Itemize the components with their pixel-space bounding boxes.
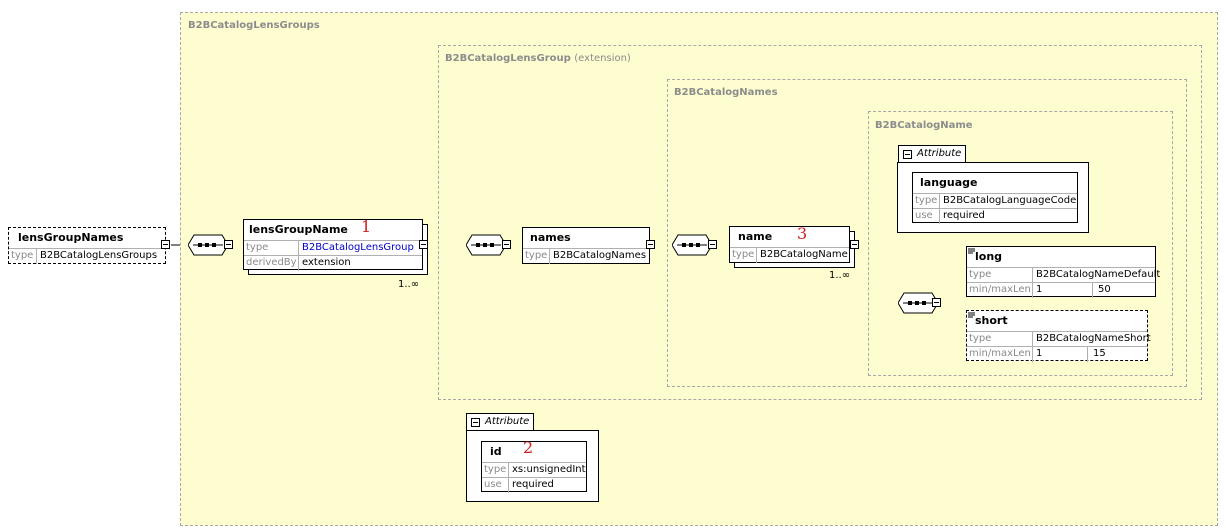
element-names[interactable]: names type B2BCatalogNames bbox=[522, 227, 650, 264]
element-name: lensGroupName bbox=[249, 223, 348, 236]
type-value: xs:unsignedInt bbox=[512, 464, 586, 475]
element-name[interactable]: name type B2BCatalogName bbox=[729, 226, 850, 263]
text-content-icon bbox=[968, 248, 975, 254]
type-key: type bbox=[11, 250, 34, 261]
len-key: min/maxLen bbox=[969, 284, 1031, 295]
min-len: 1 bbox=[1036, 284, 1043, 295]
attribute-language[interactable]: language type B2BCatalogLanguageCode use… bbox=[912, 172, 1078, 224]
use-key: use bbox=[484, 479, 502, 490]
marker-3: 3 bbox=[797, 224, 808, 243]
cardinality: 1..∞ bbox=[829, 270, 851, 281]
type-value: B2BCatalogLensGroups bbox=[40, 250, 158, 261]
cardinality: 1..∞ bbox=[398, 279, 420, 290]
sequence-icon[interactable] bbox=[898, 292, 944, 314]
attribute-group-id: id type xs:unsignedInt use required bbox=[466, 430, 599, 502]
max-len: 50 bbox=[1098, 284, 1111, 295]
type-key: type bbox=[525, 250, 548, 261]
type-key: type bbox=[246, 242, 269, 253]
group-b2bcataloglensgroup-extension: B2BCatalogLensGroup (extension) bbox=[438, 45, 1202, 400]
collapse-icon[interactable] bbox=[646, 240, 655, 249]
element-lensgroupname[interactable]: lensGroupName type B2BCatalogLensGroup d… bbox=[243, 219, 423, 271]
sequence-icon[interactable] bbox=[188, 234, 234, 256]
marker-1: 1 bbox=[361, 217, 372, 236]
group-title-sub: (extension) bbox=[574, 53, 631, 64]
use-value: required bbox=[512, 479, 554, 490]
type-key: type bbox=[969, 333, 992, 344]
collapse-icon[interactable] bbox=[850, 240, 859, 249]
use-value: required bbox=[943, 210, 985, 221]
type-key: type bbox=[915, 195, 938, 206]
attribute-name: id bbox=[490, 445, 502, 458]
collapse-icon[interactable] bbox=[224, 240, 233, 249]
element-name: short bbox=[975, 314, 1008, 327]
element-lensgroupnames[interactable]: lensGroupNames type B2BCatalogLensGroups bbox=[8, 227, 166, 264]
sequence-icon[interactable] bbox=[466, 234, 512, 256]
type-value: B2BCatalogLanguageCode bbox=[943, 195, 1077, 206]
element-name: long bbox=[975, 250, 1003, 263]
attribute-tab: Attribute bbox=[466, 413, 534, 432]
group-b2bcatalognames: B2BCatalogNames bbox=[667, 79, 1187, 387]
group-title-name: B2BCatalogLensGroup bbox=[445, 53, 571, 64]
collapse-icon[interactable] bbox=[471, 418, 480, 427]
len-key: min/maxLen bbox=[969, 348, 1031, 359]
sequence-icon[interactable] bbox=[672, 234, 718, 256]
element-name-label: name bbox=[738, 230, 773, 243]
attribute-id[interactable]: id type xs:unsignedInt use required bbox=[481, 441, 587, 493]
element-name: names bbox=[530, 231, 571, 244]
element-long[interactable]: long type B2BCatalogNameDefault min/maxL… bbox=[966, 246, 1160, 298]
text-content-icon bbox=[968, 312, 975, 318]
collapse-icon[interactable] bbox=[419, 240, 428, 249]
attribute-tab: Attribute bbox=[898, 145, 966, 164]
collapse-icon[interactable] bbox=[708, 240, 717, 249]
type-key: type bbox=[484, 464, 507, 475]
element-short[interactable]: short type B2BCatalogNameShort min/maxLe… bbox=[966, 310, 1151, 362]
use-key: use bbox=[915, 210, 933, 221]
group-title: B2BCatalogLensGroups bbox=[188, 20, 320, 31]
marker-2: 2 bbox=[523, 438, 534, 457]
group-b2bcatalogname: B2BCatalogName bbox=[868, 111, 1173, 376]
collapse-icon[interactable] bbox=[502, 240, 511, 249]
type-value: B2BCatalogName bbox=[760, 249, 848, 260]
max-len: 15 bbox=[1093, 348, 1106, 359]
group-title: B2BCatalogLensGroup (extension) bbox=[445, 53, 631, 64]
type-value: B2BCatalogNameDefault bbox=[1036, 269, 1161, 280]
attribute-tab-label: Attribute bbox=[485, 416, 530, 427]
group-title: B2BCatalogName bbox=[875, 120, 973, 131]
type-key: type bbox=[732, 249, 755, 260]
group-title: B2BCatalogNames bbox=[674, 87, 778, 98]
attribute-name: language bbox=[920, 176, 978, 189]
derivedby-key: derivedBy bbox=[246, 257, 297, 268]
type-value: B2BCatalogNameShort bbox=[1036, 333, 1151, 344]
collapse-icon[interactable] bbox=[932, 298, 941, 307]
min-len: 1 bbox=[1036, 348, 1043, 359]
element-name: lensGroupNames bbox=[18, 231, 124, 244]
attribute-group-language: language type B2BCatalogLanguageCode use… bbox=[897, 162, 1089, 233]
type-value-link[interactable]: B2BCatalogLensGroup bbox=[302, 242, 414, 253]
collapse-icon[interactable] bbox=[903, 150, 912, 159]
type-key: type bbox=[969, 269, 992, 280]
attribute-tab-label: Attribute bbox=[917, 148, 962, 159]
type-value: B2BCatalogNames bbox=[553, 250, 647, 261]
derivedby-value: extension bbox=[302, 257, 351, 268]
collapse-icon[interactable] bbox=[161, 240, 170, 249]
